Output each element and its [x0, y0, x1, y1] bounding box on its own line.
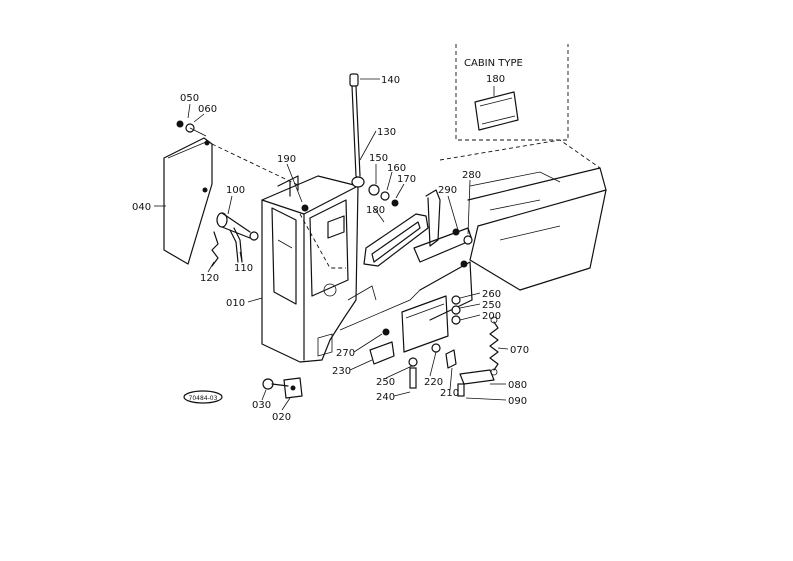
label-160: 160 [387, 163, 406, 174]
label-100: 100 [226, 185, 245, 196]
label-170: 170 [397, 174, 416, 185]
leader-lines [154, 78, 509, 411]
inset-title: CABIN TYPE [464, 58, 523, 69]
bolts-050-060 [176, 120, 207, 137]
spring-120 [211, 231, 219, 267]
label-150: 150 [369, 153, 388, 164]
label-200: 200 [482, 311, 501, 322]
washers-150-170 [368, 184, 399, 207]
label-040: 040 [132, 202, 151, 213]
machine-frame [339, 139, 607, 331]
label-290: 290 [438, 185, 457, 196]
label-030: 030 [252, 400, 271, 411]
label-250-left: 250 [376, 377, 395, 388]
hose-110 [229, 227, 243, 263]
bracket-020 [262, 377, 303, 399]
label-120: 120 [200, 273, 219, 284]
label-110: 110 [234, 263, 253, 274]
label-130: 130 [377, 127, 396, 138]
drawing-number-badge: 70484-03 [183, 390, 223, 404]
lever-130 [349, 73, 365, 188]
label-070: 070 [510, 345, 529, 356]
label-090: 090 [508, 396, 527, 407]
label-140: 140 [381, 75, 400, 86]
bracket-080 [457, 369, 495, 397]
knob-140 [349, 73, 359, 87]
label-010: 010 [226, 298, 245, 309]
cabin-type-inset: CABIN TYPE 180 [455, 44, 569, 141]
cover-plate-040 [163, 137, 301, 265]
label-190: 190 [277, 154, 296, 165]
shaft-assembly-100 [211, 212, 259, 267]
label-230: 230 [332, 366, 351, 377]
label-240: 240 [376, 392, 395, 403]
label-270: 270 [336, 348, 355, 359]
label-020: 020 [272, 412, 291, 423]
label-250-right: 250 [482, 300, 501, 311]
cabin-glass-panel [474, 91, 519, 131]
label-220: 220 [424, 377, 443, 388]
label-180-inset: 180 [486, 74, 505, 85]
label-210: 210 [440, 388, 459, 399]
label-060: 060 [198, 104, 217, 115]
part-labels: 140 130 050 060 190 150 160 170 180 100 … [132, 75, 529, 423]
label-280: 280 [462, 170, 481, 181]
tank-housing-010 [261, 175, 359, 363]
label-080: 080 [508, 380, 527, 391]
linkage-assembly [369, 228, 473, 389]
label-050: 050 [180, 93, 199, 104]
label-260: 260 [482, 289, 501, 300]
label-180: 180 [366, 205, 385, 216]
spring-070 [489, 316, 499, 376]
badge-text: 70484-03 [189, 395, 218, 402]
hand-grip-180 [363, 189, 441, 267]
